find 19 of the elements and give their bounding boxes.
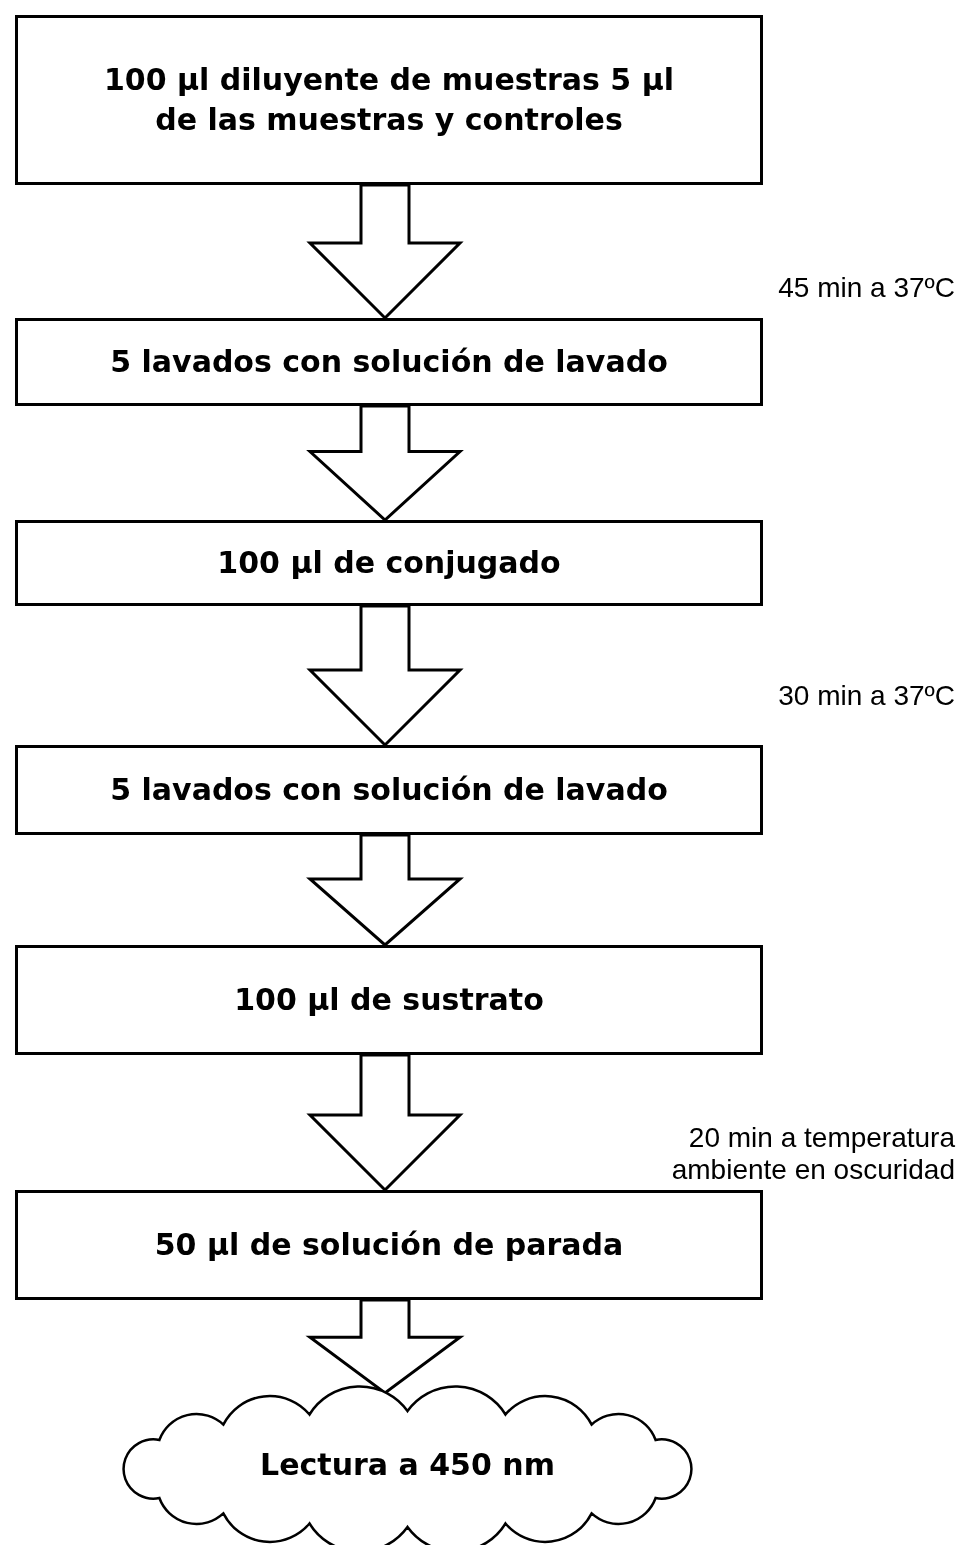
process-box — [15, 520, 763, 606]
process-box — [15, 945, 763, 1055]
step-text: 100 µl diluyente de muestras 5 µl de las muestras y controles — [102, 60, 676, 139]
process-box — [15, 15, 763, 185]
step-text: 100 µl de conjugado — [216, 543, 562, 582]
block-arrow — [306, 404, 464, 523]
block-arrow — [305, 1298, 465, 1395]
block-arrow — [306, 1053, 464, 1193]
block-arrow — [306, 604, 464, 748]
step-text: 5 lavados con solución de lavado — [109, 342, 669, 381]
step-text: 5 lavados con solución de lavado — [109, 770, 669, 809]
block-arrow — [306, 183, 464, 321]
process-box — [15, 318, 763, 406]
step-text: 100 µl de sustrato — [233, 980, 545, 1019]
block-arrow — [306, 833, 464, 947]
process-box — [15, 745, 763, 835]
process-box — [15, 1190, 763, 1300]
step-text: 50 µl de solución de parada — [153, 1225, 625, 1264]
step-text: Lectura a 450 nm — [259, 1445, 556, 1484]
